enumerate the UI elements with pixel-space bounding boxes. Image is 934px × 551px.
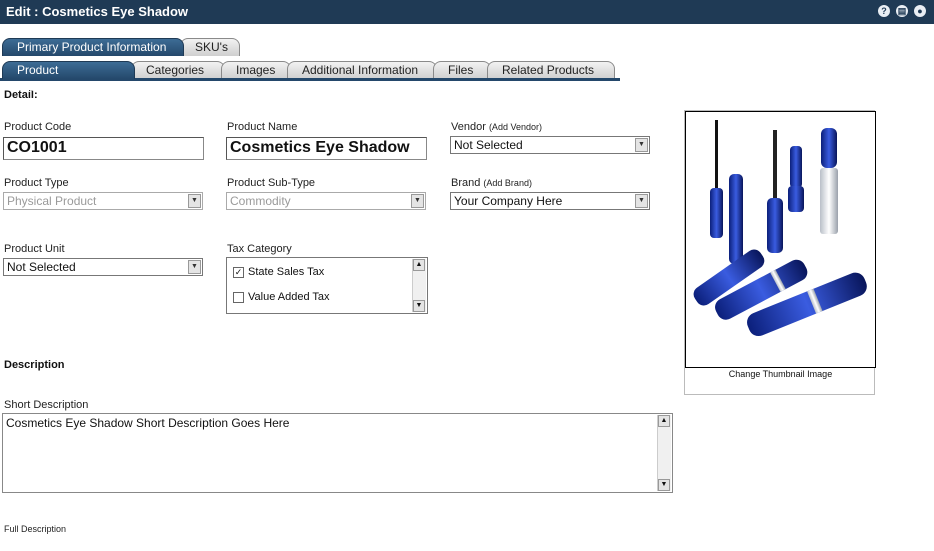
scroll-down-icon[interactable]: ▼ xyxy=(413,300,425,312)
tax-option-state-sales-tax[interactable]: ✓ State Sales Tax xyxy=(233,266,324,278)
product-type-label: Product Type xyxy=(4,177,69,189)
tab-files[interactable]: Files xyxy=(433,61,491,79)
product-code-label: Product Code xyxy=(4,121,72,133)
add-brand-link[interactable]: (Add Brand) xyxy=(483,178,532,188)
chevron-down-icon[interactable]: ▼ xyxy=(188,260,201,274)
close-icon[interactable]: ● xyxy=(914,5,926,17)
product-unit-select[interactable]: Not Selected ▼ xyxy=(3,258,203,276)
product-name-input[interactable]: Cosmetics Eye Shadow xyxy=(226,137,427,160)
tab-underline xyxy=(0,78,620,81)
tab-skus[interactable]: SKU's xyxy=(180,38,240,56)
add-vendor-link[interactable]: (Add Vendor) xyxy=(488,122,542,132)
scroll-up-icon[interactable]: ▲ xyxy=(658,415,670,427)
product-unit-value: Not Selected xyxy=(7,260,76,274)
change-thumbnail-link[interactable]: Change Thumbnail Image xyxy=(728,369,833,379)
chevron-down-icon[interactable]: ▼ xyxy=(635,138,648,152)
tab-images[interactable]: Images xyxy=(221,61,291,79)
tab-categories[interactable]: Categories xyxy=(131,61,225,79)
tax-option-value-added-tax[interactable]: Value Added Tax xyxy=(233,291,330,303)
thumbnail-panel: Change Thumbnail Image xyxy=(684,110,876,395)
tab-related-products[interactable]: Related Products xyxy=(487,61,615,79)
product-subtype-value: Commodity xyxy=(230,194,291,208)
short-description-textarea[interactable]: Cosmetics Eye Shadow Short Description G… xyxy=(2,413,673,493)
brand-select[interactable]: Your Company Here ▼ xyxy=(450,192,650,210)
brand-label: Brand (Add Brand) xyxy=(451,177,532,189)
brand-value: Your Company Here xyxy=(454,194,563,208)
product-thumbnail-image[interactable] xyxy=(685,111,876,368)
checkbox-checked[interactable]: ✓ xyxy=(233,266,244,278)
chevron-down-icon[interactable]: ▼ xyxy=(635,194,648,208)
description-heading: Description xyxy=(4,359,65,371)
product-name-label: Product Name xyxy=(227,121,298,133)
help-icon[interactable]: ? xyxy=(878,5,890,17)
tax-listbox-scrollbar[interactable]: ▲ ▼ xyxy=(412,259,426,312)
product-code-input[interactable]: CO1001 xyxy=(3,137,204,160)
tax-category-listbox[interactable]: ✓ State Sales Tax Value Added Tax ▲ ▼ xyxy=(226,257,428,314)
primary-tabs: Primary Product Information SKU's xyxy=(2,36,240,56)
full-description-label: Full Description xyxy=(4,524,67,534)
short-description-label: Short Description xyxy=(4,399,89,411)
product-type-value: Physical Product xyxy=(7,194,97,208)
chevron-down-icon: ▼ xyxy=(188,194,201,208)
product-subtype-select: Commodity ▼ xyxy=(226,192,426,210)
tax-option-label: State Sales Tax xyxy=(248,266,325,278)
tax-category-label: Tax Category xyxy=(227,243,292,255)
mascara-product-illustration xyxy=(693,120,867,337)
vendor-label: Vendor (Add Vendor) xyxy=(451,121,542,133)
tab-product-information[interactable]: Product Information xyxy=(2,61,135,94)
product-type-select: Physical Product ▼ xyxy=(3,192,203,210)
vendor-label-text: Vendor xyxy=(451,121,486,133)
tax-option-label: Value Added Tax xyxy=(248,291,330,303)
secondary-tabs: Product Information Categories Images Ad… xyxy=(2,59,615,94)
brand-label-text: Brand xyxy=(451,177,481,189)
short-description-value: Cosmetics Eye Shadow Short Description G… xyxy=(6,416,290,430)
print-icon[interactable]: ▤ xyxy=(896,5,908,17)
tab-primary-product-information[interactable]: Primary Product Information xyxy=(2,38,184,56)
scroll-down-icon[interactable]: ▼ xyxy=(658,479,670,491)
vendor-select[interactable]: Not Selected ▼ xyxy=(450,136,650,154)
product-subtype-label: Product Sub-Type xyxy=(227,177,316,189)
vendor-value: Not Selected xyxy=(454,138,523,152)
window-titlebar: Edit : Cosmetics Eye Shadow ? ▤ ● xyxy=(0,0,934,24)
checkbox-unchecked[interactable] xyxy=(233,291,244,303)
window-title: Edit : Cosmetics Eye Shadow xyxy=(6,4,189,19)
detail-heading: Detail: xyxy=(4,89,38,101)
short-description-scrollbar[interactable]: ▲ ▼ xyxy=(657,415,671,491)
tab-additional-information[interactable]: Additional Information xyxy=(287,61,437,79)
titlebar-icons: ? ▤ ● xyxy=(878,5,926,17)
scroll-up-icon[interactable]: ▲ xyxy=(413,259,425,271)
chevron-down-icon: ▼ xyxy=(411,194,424,208)
product-unit-label: Product Unit xyxy=(4,243,65,255)
